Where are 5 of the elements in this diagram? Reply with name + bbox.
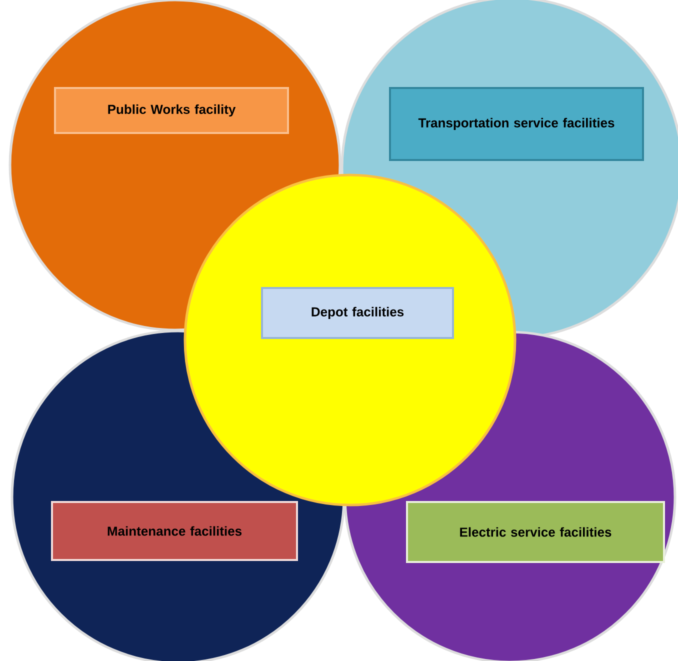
label-box: Public Works facility: [54, 87, 289, 134]
label-box: Electric service facilities: [406, 501, 665, 563]
label-box: Maintenance facilities: [51, 501, 298, 561]
label-box: Depot facilities: [261, 287, 454, 339]
label-box: Transportation service facilities: [389, 87, 644, 161]
